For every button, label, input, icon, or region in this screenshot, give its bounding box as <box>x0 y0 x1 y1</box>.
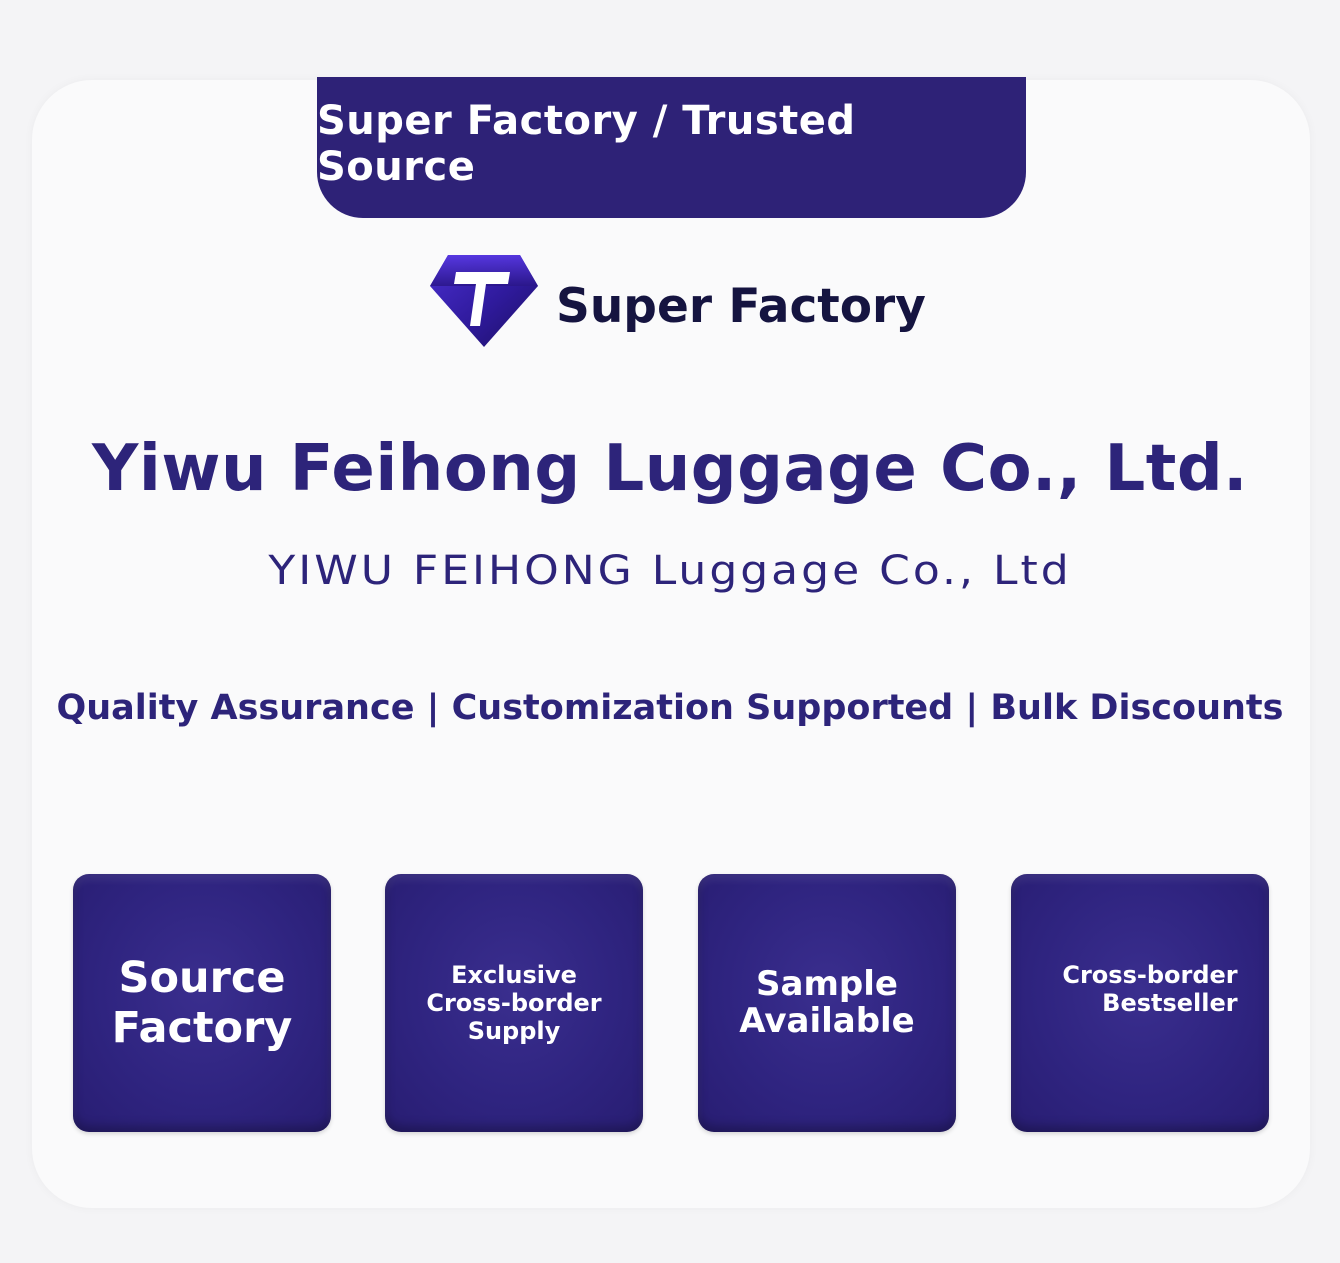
feature-tile-label: Source Factory <box>111 953 293 1053</box>
feature-tile-exclusive-supply: Exclusive Cross-border Supply <box>385 874 643 1132</box>
brand-name: Super Factory <box>556 278 926 334</box>
feature-tile-bestseller: Cross-border Bestseller <box>1011 874 1269 1132</box>
feature-tile-label: Exclusive Cross-border Supply <box>426 961 602 1045</box>
banner-title: Super Factory / Trusted Source <box>317 97 856 190</box>
feature-tiles: Source Factory Exclusive Cross-border Su… <box>73 874 1269 1132</box>
company-name: Yiwu Feihong Luggage Co., Ltd. <box>92 432 1248 506</box>
company-name-alt: YIWU FEIHONG Luggage Co., Ltd <box>268 547 1072 594</box>
feature-tile-label: Cross-border Bestseller <box>1062 961 1238 1017</box>
feature-tile-label: Sample Available <box>739 964 915 1041</box>
brand-logo-row: Super Factory <box>428 250 926 350</box>
feature-tile-sample-available: Sample Available <box>698 874 956 1132</box>
top-banner: Super Factory / Trusted Source <box>317 77 1026 218</box>
feature-tile-source-factory: Source Factory <box>73 874 331 1132</box>
tagline: Quality Assurance | Customization Suppor… <box>56 688 1284 728</box>
diamond-logo-icon <box>430 255 538 347</box>
